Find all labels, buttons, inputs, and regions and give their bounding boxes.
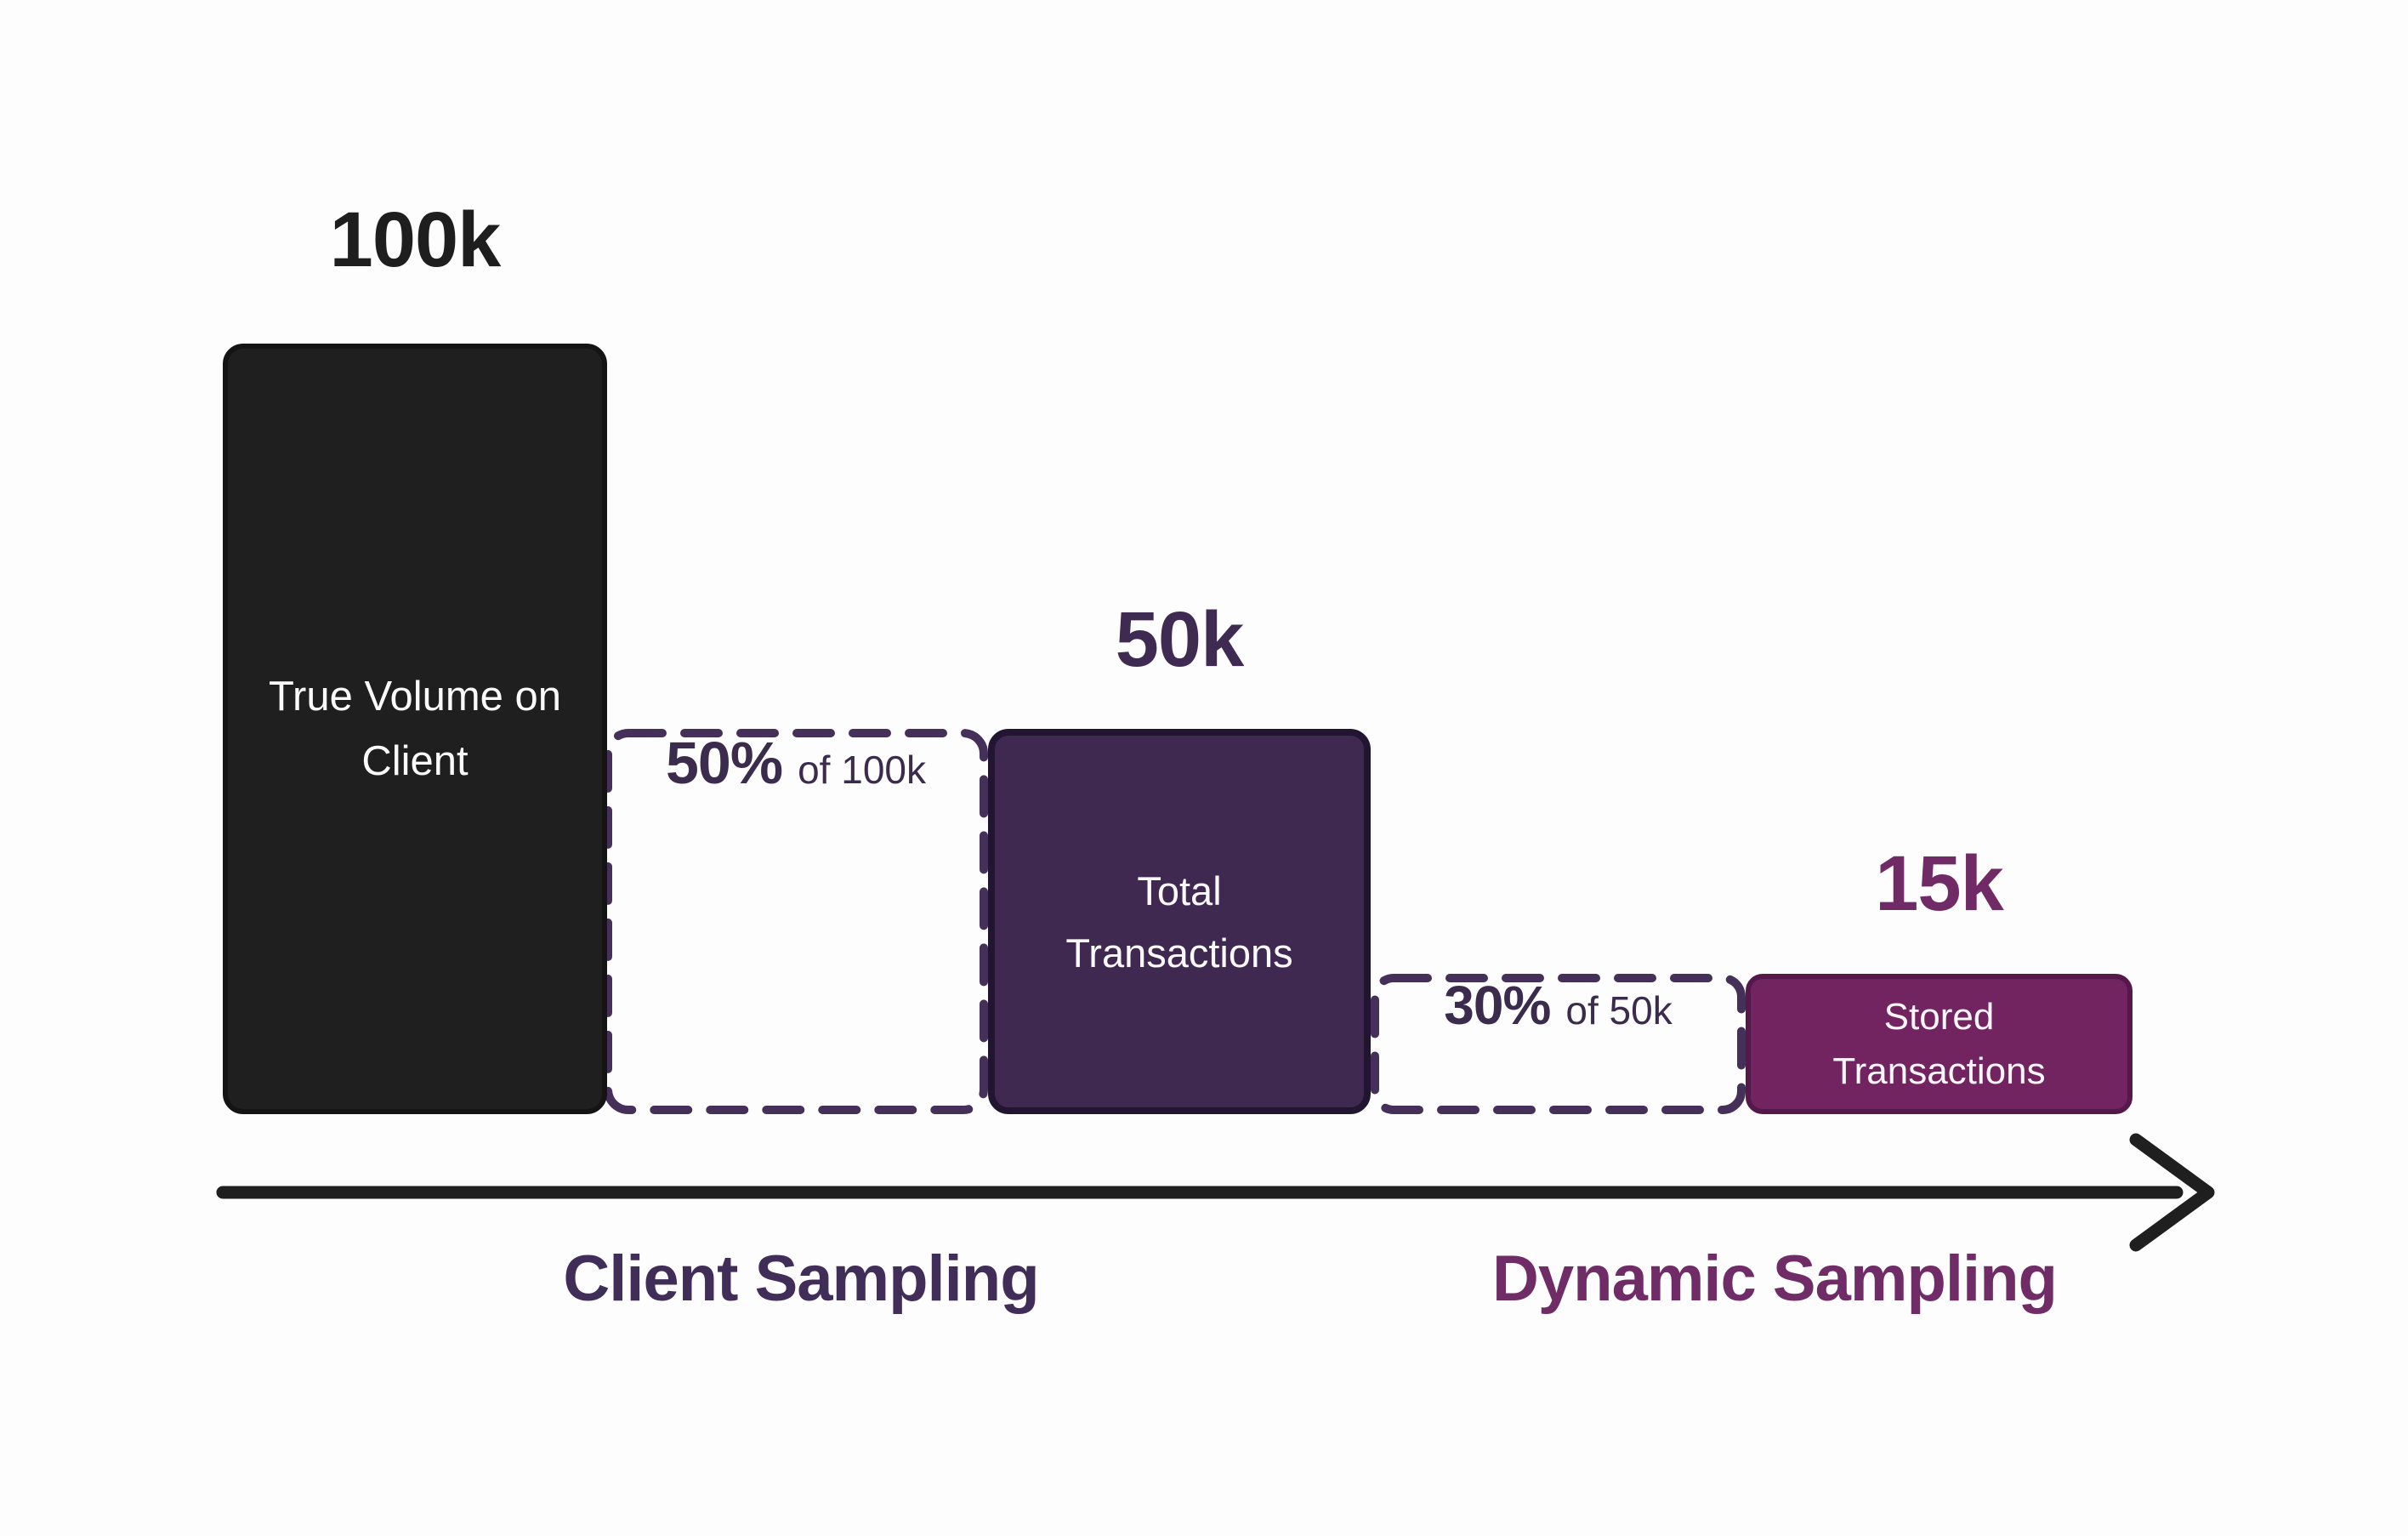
client-sampling-dashed-box [604,729,988,1114]
bar-stored-transactions: Stored Transactions [1746,974,2133,1114]
bar-label-line: Stored [1883,995,1995,1038]
dynamic-sampling-dashed-box [1371,974,1746,1114]
timeline-arrow-icon [216,1133,2215,1252]
dynamic-sampling-percent: 30% [1444,975,1551,1036]
bar-total-transactions: Total Transactions [988,729,1371,1114]
stage-label-dynamic-sampling: Dynamic Sampling [1492,1243,2058,1315]
bar-true-volume-on-client: True Volume on Client [223,344,607,1114]
stage-label-client-sampling: Client Sampling [563,1243,1039,1315]
bar-label-line: Client [361,738,469,784]
bar-label-line: Transactions [1832,1050,2046,1092]
bar-label-line: True Volume on [268,674,562,720]
bar-label-line: Total [1137,868,1222,913]
client-sampling-of-label: of 100k [798,748,926,792]
dynamic-sampling-rate: 30% of 50k [1371,974,1746,1114]
bar-value-label-100k: 100k [329,196,502,283]
client-sampling-percent: 50% [665,730,783,796]
dynamic-sampling-of-label: of 50k [1565,988,1673,1033]
bar-value-label-15k: 15k [1875,840,2004,927]
client-sampling-rate: 50% of 100k [604,729,988,1114]
bar-label-line: Transactions [1065,930,1293,976]
bar-value-label-50k: 50k [1115,596,1245,683]
